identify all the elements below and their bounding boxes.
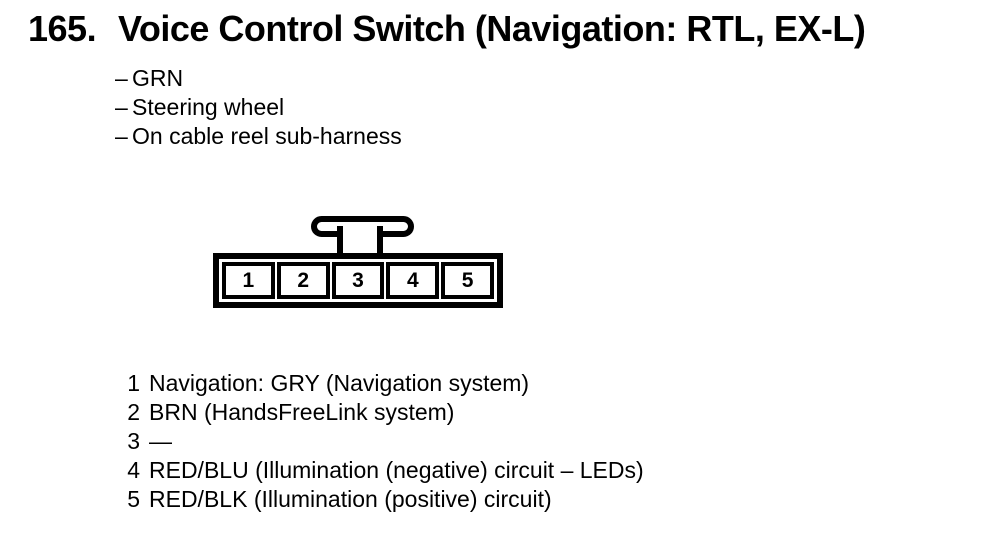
pin-legend: 1 Navigation: GRY (Navigation system) 2 …: [127, 369, 644, 514]
note-dash: –: [115, 65, 128, 91]
connector-pin-cell-3: 3: [331, 262, 385, 299]
pin-description: RED/BLU (Illumination (negative) circuit…: [149, 457, 644, 483]
pin-number: 5: [127, 486, 140, 512]
pin-legend-row: 2 BRN (HandsFreeLink system): [127, 398, 644, 427]
pin-legend-row: 3 —: [127, 427, 644, 456]
pin-number: 3: [127, 428, 140, 454]
pin-number: 4: [127, 457, 140, 483]
pin-legend-row: 5 RED/BLK (Illumination (positive) circu…: [127, 485, 644, 514]
pin-cell-number: 4: [406, 268, 419, 292]
connector-pin-cell-1: 1: [222, 262, 275, 299]
note-item: – GRN: [115, 64, 402, 93]
pin-cell-number: 3: [352, 268, 364, 292]
pin-description: BRN (HandsFreeLink system): [149, 399, 455, 425]
note-text: On cable reel sub-harness: [132, 123, 402, 149]
note-item: – Steering wheel: [115, 93, 402, 122]
pin-cell-number: 1: [242, 268, 255, 292]
connector-latch-stem: [337, 226, 383, 253]
note-dash: –: [115, 94, 128, 120]
note-dash: –: [115, 123, 128, 149]
page-title-text: Voice Control Switch (Navigation: RTL, E…: [118, 8, 866, 49]
pin-legend-row: 4 RED/BLU (Illumination (negative) circu…: [127, 456, 644, 485]
pin-description: RED/BLK (Illumination (positive) circuit…: [149, 486, 552, 512]
pin-legend-row: 1 Navigation: GRY (Navigation system): [127, 369, 644, 398]
page-title: 165. Voice Control Switch (Navigation: R…: [28, 8, 866, 49]
item-number: 165.: [28, 8, 97, 49]
pin-number: 2: [127, 399, 140, 425]
connector-body: 1 2 3 4 5: [213, 253, 503, 308]
note-text: Steering wheel: [132, 94, 285, 120]
note-text: GRN: [132, 65, 184, 91]
pin-number: 1: [127, 370, 140, 396]
note-item: – On cable reel sub-harness: [115, 122, 402, 151]
notes-list: – GRN – Steering wheel – On cable reel s…: [115, 64, 402, 151]
connector-pin-cell-5: 5: [441, 262, 494, 299]
connector-pin-cell-4: 4: [386, 262, 440, 299]
pin-description: Navigation: GRY (Navigation system): [149, 370, 530, 396]
pin-cell-number: 2: [297, 268, 310, 292]
pin-cell-number: 5: [461, 268, 474, 292]
pin-description: —: [149, 428, 172, 454]
connector-diagram: 1 2 3 4 5: [213, 216, 503, 308]
connector-pin-cell-2: 2: [276, 262, 330, 299]
